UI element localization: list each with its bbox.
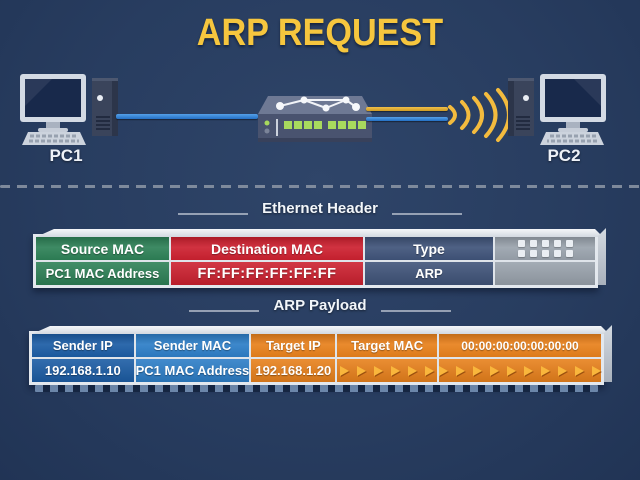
arp-payload-section-title: ARP Payload (0, 297, 640, 314)
ethernet-cable-blue-left (116, 114, 258, 119)
port-leds (284, 121, 366, 129)
destination-mac-value: FF:FF:FF:FF:FF:FF (171, 262, 363, 285)
arrow-right-icon (391, 365, 401, 376)
page-title: ARP REQUEST (196, 12, 444, 54)
arrow-right-icon (374, 365, 384, 376)
decorative-line (380, 309, 451, 312)
column-unknown-mac: 00:00:00:00:00:00:00 (437, 334, 601, 382)
type-header: Type (365, 237, 493, 262)
sender-ip-header: Sender IP (32, 334, 134, 359)
sender-mac-header: Sender MAC (135, 334, 250, 359)
arrow-right-icon (524, 365, 533, 376)
source-mac-header: Source MAC (36, 237, 169, 262)
table-top-edge (36, 229, 603, 237)
destination-mac-header: Destination MAC (171, 237, 363, 262)
type-value: ARP (365, 262, 493, 285)
ethernet-header-section-title: Ethernet Header (0, 200, 640, 217)
arrow-right-icon (425, 365, 435, 376)
table-side-edge (604, 325, 612, 382)
filler-header (495, 237, 595, 262)
arrow-right-icons (340, 365, 435, 376)
decorative-line (178, 212, 249, 215)
target-ip-header: Target IP (251, 334, 336, 359)
pc2-desktop-computer-icon (508, 74, 606, 145)
arrow-right-icons (439, 365, 601, 376)
arrow-right-icon (558, 365, 567, 376)
arrow-right-icon (439, 365, 448, 376)
table-bottom-dashed-edge (35, 385, 598, 392)
dashed-divider (0, 185, 640, 188)
column-target-mac: Target MAC (335, 334, 437, 382)
arrow-right-icon (473, 365, 482, 376)
arrow-right-icon (592, 365, 601, 376)
ethernet-cable-yellow-right (366, 107, 448, 111)
sender-mac-value: PC1 MAC Address (135, 359, 250, 382)
column-source-mac: Source MAC PC1 MAC Address (36, 237, 169, 285)
pc1-desktop-computer-icon (20, 74, 118, 145)
unknown-mac-value (439, 359, 601, 382)
source-mac-value: PC1 MAC Address (36, 262, 169, 285)
table-top-edge (32, 326, 609, 334)
arrow-right-icon (340, 365, 350, 376)
column-target-ip: Target IP 192.168.1.20 (249, 334, 336, 382)
arrow-right-icon (408, 365, 418, 376)
arrow-right-icon (456, 365, 465, 376)
arp-payload-table: Sender IP 192.168.1.10 Sender MAC PC1 MA… (29, 325, 612, 392)
column-filler (493, 237, 595, 285)
target-ip-value: 192.168.1.20 (251, 359, 336, 382)
arrow-right-icon (357, 365, 367, 376)
arrow-right-icon (507, 365, 516, 376)
dots-grid-icon (517, 240, 573, 257)
unknown-mac-header: 00:00:00:00:00:00:00 (439, 334, 601, 359)
column-sender-ip: Sender IP 192.168.1.10 (32, 334, 134, 382)
network-switch-icon (258, 96, 372, 142)
ethernet-header-table: Source MAC PC1 MAC Address Destination M… (33, 228, 606, 288)
sender-ip-value: 192.168.1.10 (32, 359, 134, 382)
arrow-right-icon (541, 365, 550, 376)
decorative-line (189, 309, 260, 312)
column-type: Type ARP (363, 237, 493, 285)
table-side-edge (598, 228, 606, 285)
target-mac-value (337, 359, 437, 382)
topology-graphic (276, 96, 360, 112)
column-sender-mac: Sender MAC PC1 MAC Address (133, 334, 250, 382)
column-destination-mac: Destination MAC FF:FF:FF:FF:FF:FF (169, 237, 363, 285)
target-mac-header: Target MAC (337, 334, 437, 359)
arrow-right-icon (575, 365, 584, 376)
pc1-label: PC1 (49, 146, 83, 165)
ethernet-cable-blue-right (366, 117, 448, 121)
pc2-label: PC2 (547, 146, 581, 165)
decorative-line (391, 212, 462, 215)
arrow-right-icon (490, 365, 499, 376)
filler-value (495, 262, 595, 285)
